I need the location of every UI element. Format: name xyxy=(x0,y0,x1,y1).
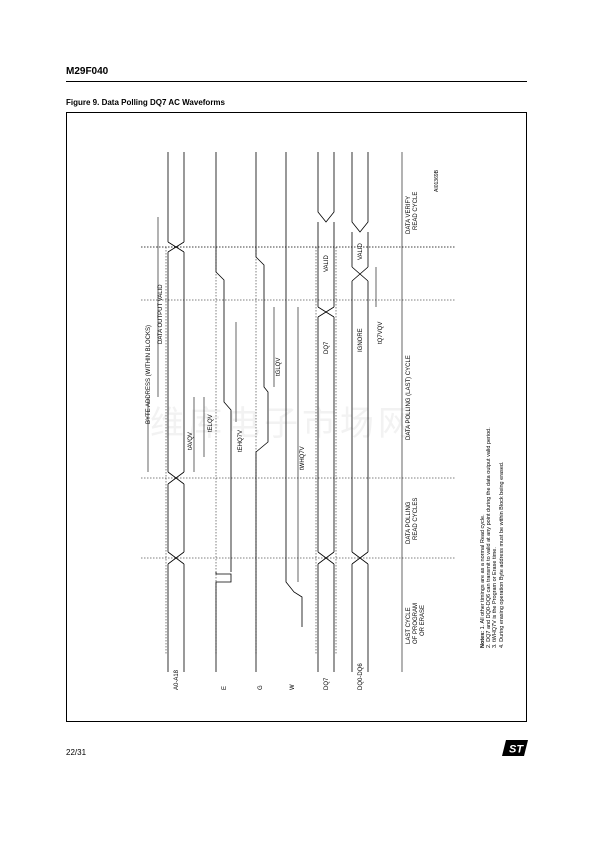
data-output-valid-label: DATA OUTPUT VALID xyxy=(158,284,164,344)
signal-label-a0-a18: A0-A18 xyxy=(174,669,180,690)
tehq7v-label: tEHQ7V xyxy=(238,430,244,452)
dq7-bar-label: DQ7 xyxy=(324,341,330,354)
twhq7v-label: tWHQ7V xyxy=(300,446,306,470)
telqv-label: tELQV xyxy=(208,414,214,432)
dq06-ignore-label: IGNORE xyxy=(358,328,364,352)
document-title: M29F040 xyxy=(66,66,109,77)
dq7-waveform xyxy=(317,152,335,672)
cycle-polling-last: DATA POLLING (LAST) CYCLE xyxy=(406,355,412,440)
svg-text:ST: ST xyxy=(509,744,524,756)
note-1: 1. All other timings are as a normal Rea… xyxy=(480,514,486,630)
e-waveform xyxy=(215,152,232,672)
cycle-verify-line1: DATA VERIFY xyxy=(406,196,412,234)
dq7-valid-label: VALID xyxy=(324,254,330,272)
tavqv-label: tAVQV xyxy=(188,432,194,450)
signal-label-w: W xyxy=(290,684,296,690)
cycle-polling-line1: DATA POLLING xyxy=(406,501,412,544)
notes-heading: Notes: xyxy=(480,630,486,648)
a0-a18-waveform xyxy=(167,152,185,672)
dq06-waveform xyxy=(351,152,369,672)
st-logo-icon: ST xyxy=(502,740,528,756)
header-rule xyxy=(66,81,527,82)
tq7vqv-label: tQ7VQV xyxy=(378,322,384,344)
signal-label-dq7: DQ7 xyxy=(324,677,330,690)
signal-label-dq0-dq6: DQ0-DQ6 xyxy=(358,663,364,690)
cycle-verify-line2: READ CYCLE xyxy=(413,192,419,230)
waveform-diagram: A0-A18 E G W DQ7 DQ0-DQ6 VALID DQ7 IGNOR… xyxy=(141,152,456,690)
signal-label-e: E xyxy=(222,686,228,690)
page-number: 22/31 xyxy=(66,748,87,757)
byte-address-label: BYTE ADDRESS (WITHIN BLOCKS) xyxy=(146,325,152,424)
note-4: 4. During erasing operation Byte address… xyxy=(498,461,505,649)
cycle-last-line1: LAST CYCLE xyxy=(406,607,412,644)
figure-frame xyxy=(66,112,527,722)
figure-code: AI01369B xyxy=(434,169,440,192)
signal-label-g: G xyxy=(258,685,264,690)
g-waveform xyxy=(255,152,269,672)
dq06-valid-label: VALID xyxy=(358,242,364,260)
w-waveform xyxy=(285,152,303,627)
cycle-polling-line2: READ CYCLES xyxy=(413,498,419,540)
timing-arrows xyxy=(193,267,377,582)
figure-caption: Figure 9. Data Polling DQ7 AC Waveforms xyxy=(66,98,225,107)
cycle-last-line3: OR ERASE xyxy=(420,605,426,636)
cycle-last-line2: OF PROGRAM xyxy=(413,603,419,644)
tglqv-label: tGLQV xyxy=(276,358,282,376)
